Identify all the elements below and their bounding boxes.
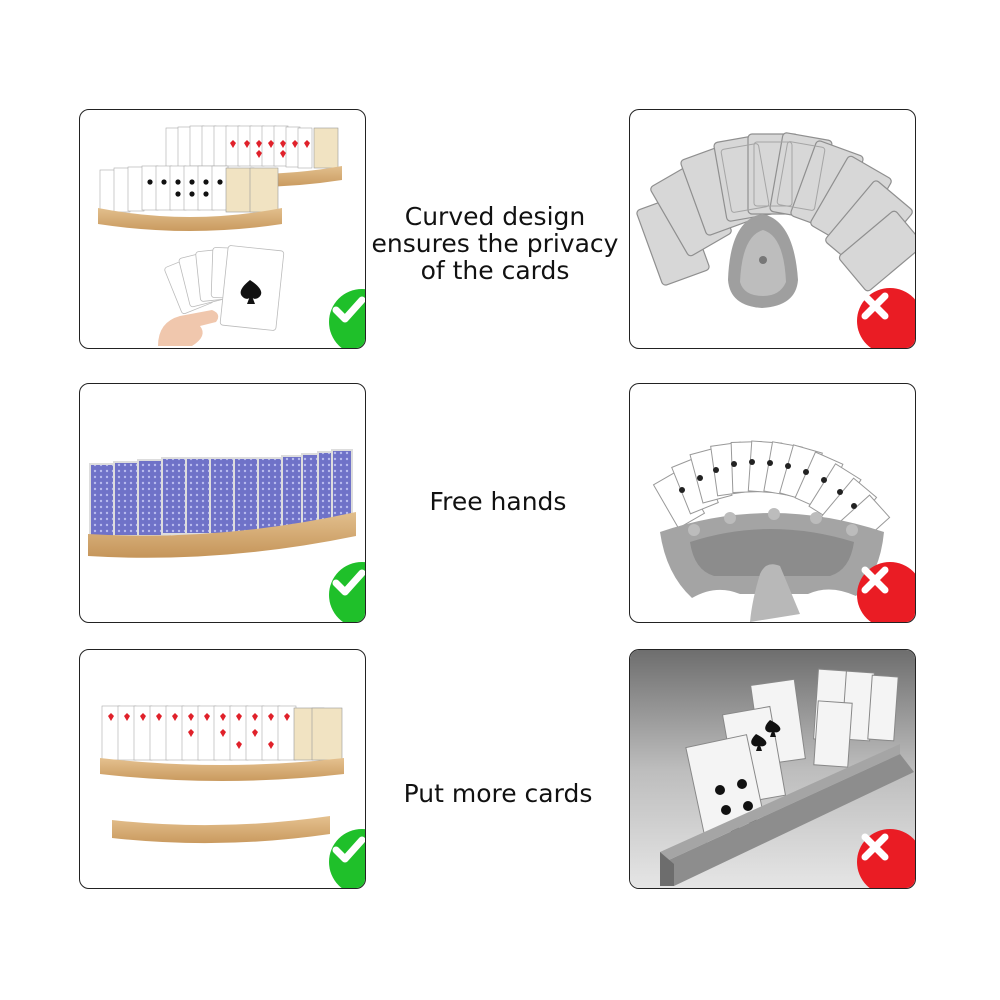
left-panel-privacy — [79, 109, 366, 349]
check-badge — [329, 289, 365, 348]
check-badge — [329, 562, 365, 622]
x-badge — [857, 829, 915, 888]
right-panel-more-cards — [629, 649, 916, 889]
check-icon — [332, 569, 365, 596]
caption-line: of the cards — [420, 256, 570, 285]
x-icon — [861, 566, 889, 594]
x-icon — [861, 833, 889, 861]
plastic-round-holder-image — [636, 132, 915, 308]
wooden-curved-holders-image — [98, 125, 342, 346]
right-panel-privacy — [629, 109, 916, 349]
caption-line: Free hands — [429, 487, 567, 516]
check-icon — [332, 836, 365, 863]
right-panel-free-hands — [629, 383, 916, 623]
caption-line: Curved design — [404, 202, 586, 231]
wooden-holder-with-cards-image — [100, 705, 344, 844]
left-panel-more-cards — [79, 649, 366, 889]
caption-more-cards: Put more cards — [368, 780, 628, 807]
x-badge — [857, 288, 915, 348]
x-badge — [857, 562, 915, 622]
caption-privacy: Curved design ensures the privacy of the… — [365, 203, 625, 284]
caption-line: ensures the privacy — [371, 229, 619, 258]
check-icon — [332, 296, 365, 323]
check-badge — [329, 829, 365, 888]
plastic-hand-fan-image — [652, 440, 891, 622]
x-icon — [861, 292, 889, 320]
left-panel-free-hands — [79, 383, 366, 623]
caption-free-hands: Free hands — [368, 488, 628, 515]
caption-line: Put more cards — [403, 779, 593, 808]
wooden-holder-blue-cards-image — [88, 449, 356, 558]
